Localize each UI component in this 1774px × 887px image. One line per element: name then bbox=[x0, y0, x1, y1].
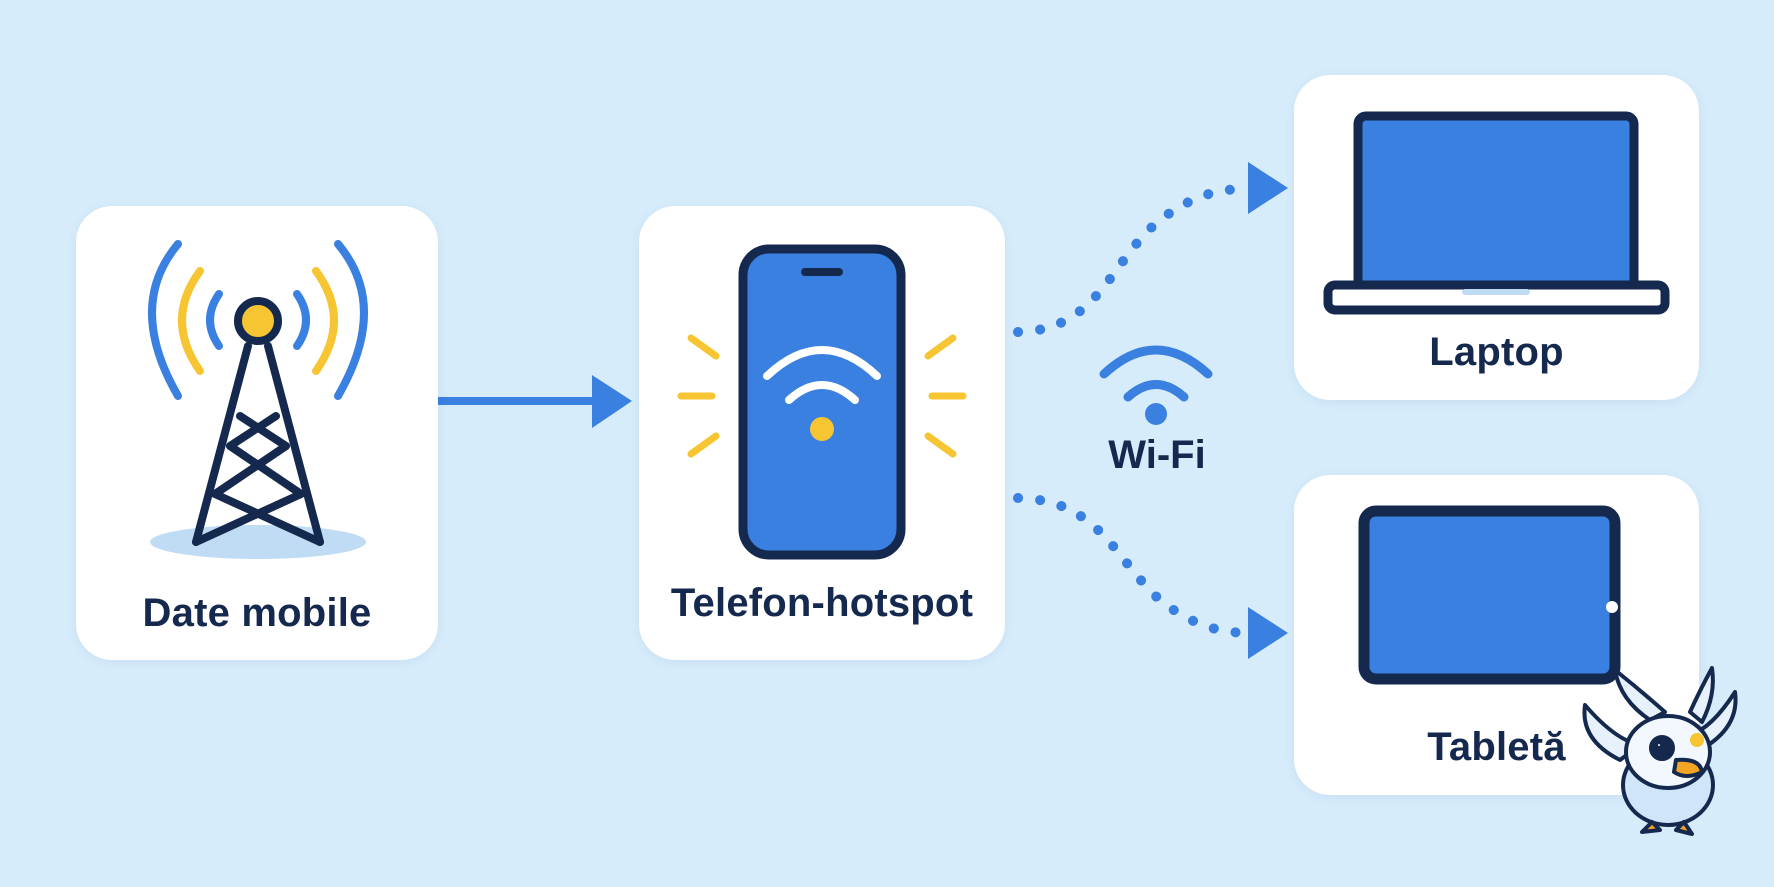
dotted-arrow-to-tablet bbox=[1013, 493, 1288, 659]
phone-hotspot-label: Telefon-hotspot bbox=[670, 581, 974, 625]
phone-hotspot-card: Telefon-hotspot bbox=[639, 206, 1005, 660]
wifi-icon bbox=[1099, 345, 1213, 425]
solid-arrow-tower-to-phone bbox=[438, 375, 632, 428]
wifi-label: Wi-Fi bbox=[1108, 433, 1206, 477]
mobile-data-card: Date mobile bbox=[76, 206, 438, 660]
smartphone-icon bbox=[677, 244, 967, 560]
laptop-icon bbox=[1323, 111, 1670, 315]
laptop-label: Laptop bbox=[1429, 330, 1564, 374]
mobile-data-label: Date mobile bbox=[142, 591, 372, 635]
cell-tower-icon bbox=[148, 240, 368, 559]
tablet-label: Tabletă bbox=[1427, 725, 1566, 769]
tablet-icon bbox=[1358, 505, 1621, 685]
laptop-card: Laptop bbox=[1294, 75, 1699, 400]
dotted-arrow-to-laptop bbox=[1013, 162, 1288, 337]
